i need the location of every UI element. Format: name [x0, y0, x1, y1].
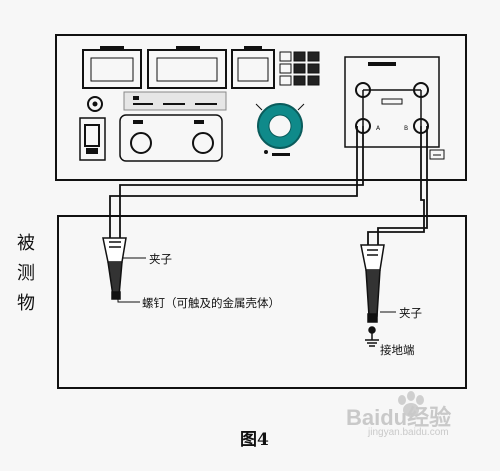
keypad [279, 51, 320, 86]
dut-label: 被 测 物 [14, 232, 38, 316]
baidu-paw-icon [398, 391, 424, 417]
dut-enclosure [57, 215, 467, 389]
screw-label: 螺钉（可触及的金属壳体） [142, 296, 280, 310]
watermark-brand: Baidu经验 [346, 405, 452, 430]
indicator-strip [123, 91, 227, 111]
ground-symbol-icon [365, 333, 379, 347]
watermark-url: jingyan.baidu.com [368, 427, 449, 438]
clip-left [102, 237, 127, 300]
dut-label-char: 测 [17, 263, 35, 284]
display-windows [82, 46, 275, 89]
tester-instrument: A B [55, 34, 467, 181]
voltage-dial [255, 103, 305, 156]
ground-terminal-label: 接地端 [380, 343, 415, 357]
test-leads [109, 126, 428, 245]
clip-right-label: 夹子 [399, 306, 422, 320]
svg-text:A: A [376, 125, 381, 132]
dut-label-char: 被 [17, 233, 35, 254]
clip-left-label: 夹子 [149, 252, 172, 266]
knob-panel [119, 114, 223, 162]
power-switch [79, 117, 106, 161]
leader-line [117, 299, 140, 303]
figure-caption: 图4 [240, 430, 269, 450]
test-terminal-panel: A B [344, 56, 440, 148]
power-logo-icon [87, 96, 103, 112]
clip-right [360, 244, 385, 334]
svg-text:B: B [404, 125, 408, 132]
dut-label-char: 物 [17, 293, 35, 314]
panel-ground-icon [429, 149, 445, 160]
